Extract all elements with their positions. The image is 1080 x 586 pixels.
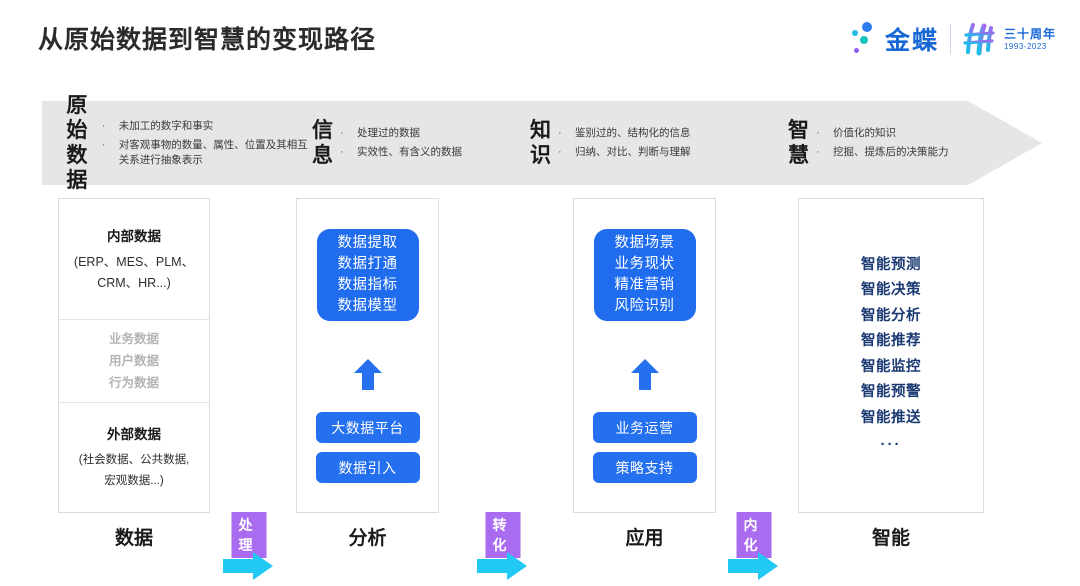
analysis-pill-2[interactable]: 数据引入 <box>315 452 420 483</box>
analysis-capability-item: 数据模型 <box>337 298 398 314</box>
application-capability-box: 数据场景 业务现状 精准营销 风险识别 <box>593 229 696 321</box>
banner-bullet: · 对客观事物的数量、属性、位置及其相互关系进行抽象表示 <box>102 138 312 168</box>
intelligence-item: 智能推荐 <box>861 333 921 350</box>
intelligence-item: 智能监控 <box>861 358 921 375</box>
up-arrow-icon <box>353 359 383 391</box>
stage-column-data: 内部数据 (ERP、MES、PLM、 CRM、HR...) 业务数据 用户数据 … <box>58 198 210 549</box>
stage-column-application: 数据场景 业务现状 精准营销 风险识别 业务运营 策略支持 应用 <box>573 198 716 549</box>
kingdee-logo: 金蝶 三十周年 1993-2023 <box>849 18 1056 60</box>
intelligence-item: 智能预警 <box>861 384 921 401</box>
banner-segment-title: 原始 数据 <box>66 94 88 192</box>
data-type-item: 用户数据 <box>108 354 159 368</box>
intelligence-item: 智能推送 <box>861 409 921 426</box>
banner-segment-title: 信 息 <box>312 119 333 167</box>
logo-divider <box>949 24 951 54</box>
bullet-glyph: · <box>340 127 344 139</box>
internal-data-detail: (ERP、MES、PLM、 CRM、HR...) <box>73 254 195 290</box>
data-type-item: 行为数据 <box>108 376 159 390</box>
banner-segment-wisdom: 智 慧 · 价值化的知识 · 挖掘、提炼后的决策能力 <box>788 101 1028 185</box>
anniversary-mark-icon <box>962 22 996 56</box>
application-capability-item: 业务现状 <box>614 256 675 272</box>
banner-bullet-text: 挖掘、提炼后的决策能力 <box>833 146 949 158</box>
kingdee-dots-icon <box>849 22 879 56</box>
internal-data-block: 内部数据 (ERP、MES、PLM、 CRM、HR...) <box>59 199 209 320</box>
banner-bullet-text: 实效性、有含义的数据 <box>357 146 462 158</box>
connector-label-transform: 转化 <box>485 512 521 558</box>
right-arrow-icon <box>728 551 780 581</box>
internal-data-heading: 内部数据 <box>107 228 161 244</box>
bullet-glyph: · <box>558 146 562 158</box>
banner-bullet: · 处理过的数据 <box>340 126 462 141</box>
analysis-capability-box: 数据提取 数据打通 数据指标 数据模型 <box>316 229 419 321</box>
intelligence-item: 智能分析 <box>861 307 921 324</box>
anniversary-label: 三十周年 <box>1003 26 1056 41</box>
banner-segment-title: 智 慧 <box>788 119 809 167</box>
bullet-glyph: · <box>816 127 820 139</box>
analysis-capability-item: 数据指标 <box>337 277 398 293</box>
external-data-block: 外部数据 (社会数据、公共数据, 宏观数据...) <box>59 403 209 512</box>
intelligence-item: 智能决策 <box>861 282 921 299</box>
maturity-banner-shape <box>42 101 1042 185</box>
stage-label-intelligence: 智能 <box>871 528 910 549</box>
bullet-glyph: · <box>340 146 344 158</box>
application-capability-item: 精准营销 <box>614 277 675 293</box>
bullet-glyph: · <box>101 138 106 151</box>
right-arrow-icon <box>223 551 275 581</box>
application-pill-1[interactable]: 业务运营 <box>592 412 697 443</box>
bullet-glyph: · <box>101 119 106 132</box>
banner-segment-knowledge: 知 识 · 鉴别过的、结构化的信息 · 归纳、对比、判断与理解 <box>530 101 788 185</box>
banner-bullet-text: 价值化的知识 <box>833 127 896 139</box>
intelligence-item: 智能预测 <box>861 256 921 273</box>
stage-label-application: 应用 <box>625 528 664 549</box>
right-arrow-icon <box>477 551 529 581</box>
banner-bullet: · 价值化的知识 <box>816 126 949 141</box>
stage-label-analysis: 分析 <box>348 528 387 549</box>
stage-column-analysis: 数据提取 数据打通 数据指标 数据模型 大数据平台 数据引入 分析 <box>296 198 439 549</box>
data-type-item: 业务数据 <box>108 332 159 346</box>
anniversary-years: 1993-2023 <box>1003 41 1047 51</box>
maturity-banner: 原始 数据 · 未加工的数字和事实 · 对客观事物的数量、属性、位置及其相互关系… <box>42 94 1042 192</box>
external-data-heading: 外部数据 <box>107 427 161 442</box>
banner-bullet-text: 归纳、对比、判断与理解 <box>575 146 691 158</box>
banner-bullet: · 挖掘、提炼后的决策能力 <box>816 145 949 160</box>
connector-label-internalize: 内化 <box>736 512 772 558</box>
data-types-block: 业务数据 用户数据 行为数据 <box>59 320 209 403</box>
intelligence-card: 智能预测 智能决策 智能分析 智能推荐 智能监控 智能预警 智能推送 ··· <box>798 198 984 513</box>
bullet-glyph: · <box>558 127 562 139</box>
analysis-pill-1[interactable]: 大数据平台 <box>315 412 420 443</box>
bullet-glyph: · <box>816 146 820 158</box>
analysis-capability-item: 数据打通 <box>337 256 398 272</box>
banner-bullet: · 未加工的数字和事实 <box>102 119 312 134</box>
connector-label-process: 处理 <box>231 512 267 558</box>
application-card: 数据场景 业务现状 精准营销 风险识别 业务运营 策略支持 <box>573 198 716 513</box>
banner-bullet-text: 处理过的数据 <box>357 127 420 139</box>
banner-bullet: · 实效性、有含义的数据 <box>340 145 462 160</box>
data-card: 内部数据 (ERP、MES、PLM、 CRM、HR...) 业务数据 用户数据 … <box>58 198 210 513</box>
brand-name: 金蝶 <box>884 27 939 55</box>
banner-bullet-text: 对客观事物的数量、属性、位置及其相互关系进行抽象表示 <box>118 138 308 166</box>
stage-column-intelligence: 智能预测 智能决策 智能分析 智能推荐 智能监控 智能预警 智能推送 ··· 智… <box>798 198 984 549</box>
application-pill-2[interactable]: 策略支持 <box>592 452 697 483</box>
analysis-capability-item: 数据提取 <box>337 235 398 251</box>
banner-bullet-text: 鉴别过的、结构化的信息 <box>575 127 691 139</box>
banner-segment-raw-data: 原始 数据 · 未加工的数字和事实 · 对客观事物的数量、属性、位置及其相互关系… <box>59 94 312 192</box>
external-data-detail: (社会数据、公共数据, 宏观数据...) <box>78 454 190 487</box>
analysis-card: 数据提取 数据打通 数据指标 数据模型 大数据平台 数据引入 <box>296 198 439 513</box>
stage-label-data: 数据 <box>114 528 153 549</box>
banner-bullet: · 鉴别过的、结构化的信息 <box>558 126 691 141</box>
banner-bullet: · 归纳、对比、判断与理解 <box>558 145 691 160</box>
stage-row: 内部数据 (ERP、MES、PLM、 CRM、HR...) 业务数据 用户数据 … <box>0 198 1080 580</box>
banner-segment-information: 信 息 · 处理过的数据 · 实效性、有含义的数据 <box>312 101 530 185</box>
intelligence-ellipsis: ··· <box>880 436 902 454</box>
up-arrow-icon <box>630 359 660 391</box>
page-title: 从原始数据到智慧的变现路径 <box>38 26 377 54</box>
application-capability-item: 数据场景 <box>614 235 675 251</box>
banner-bullet-text: 未加工的数字和事实 <box>118 119 214 132</box>
application-capability-item: 风险识别 <box>614 298 675 314</box>
banner-segment-title: 知 识 <box>530 119 551 167</box>
